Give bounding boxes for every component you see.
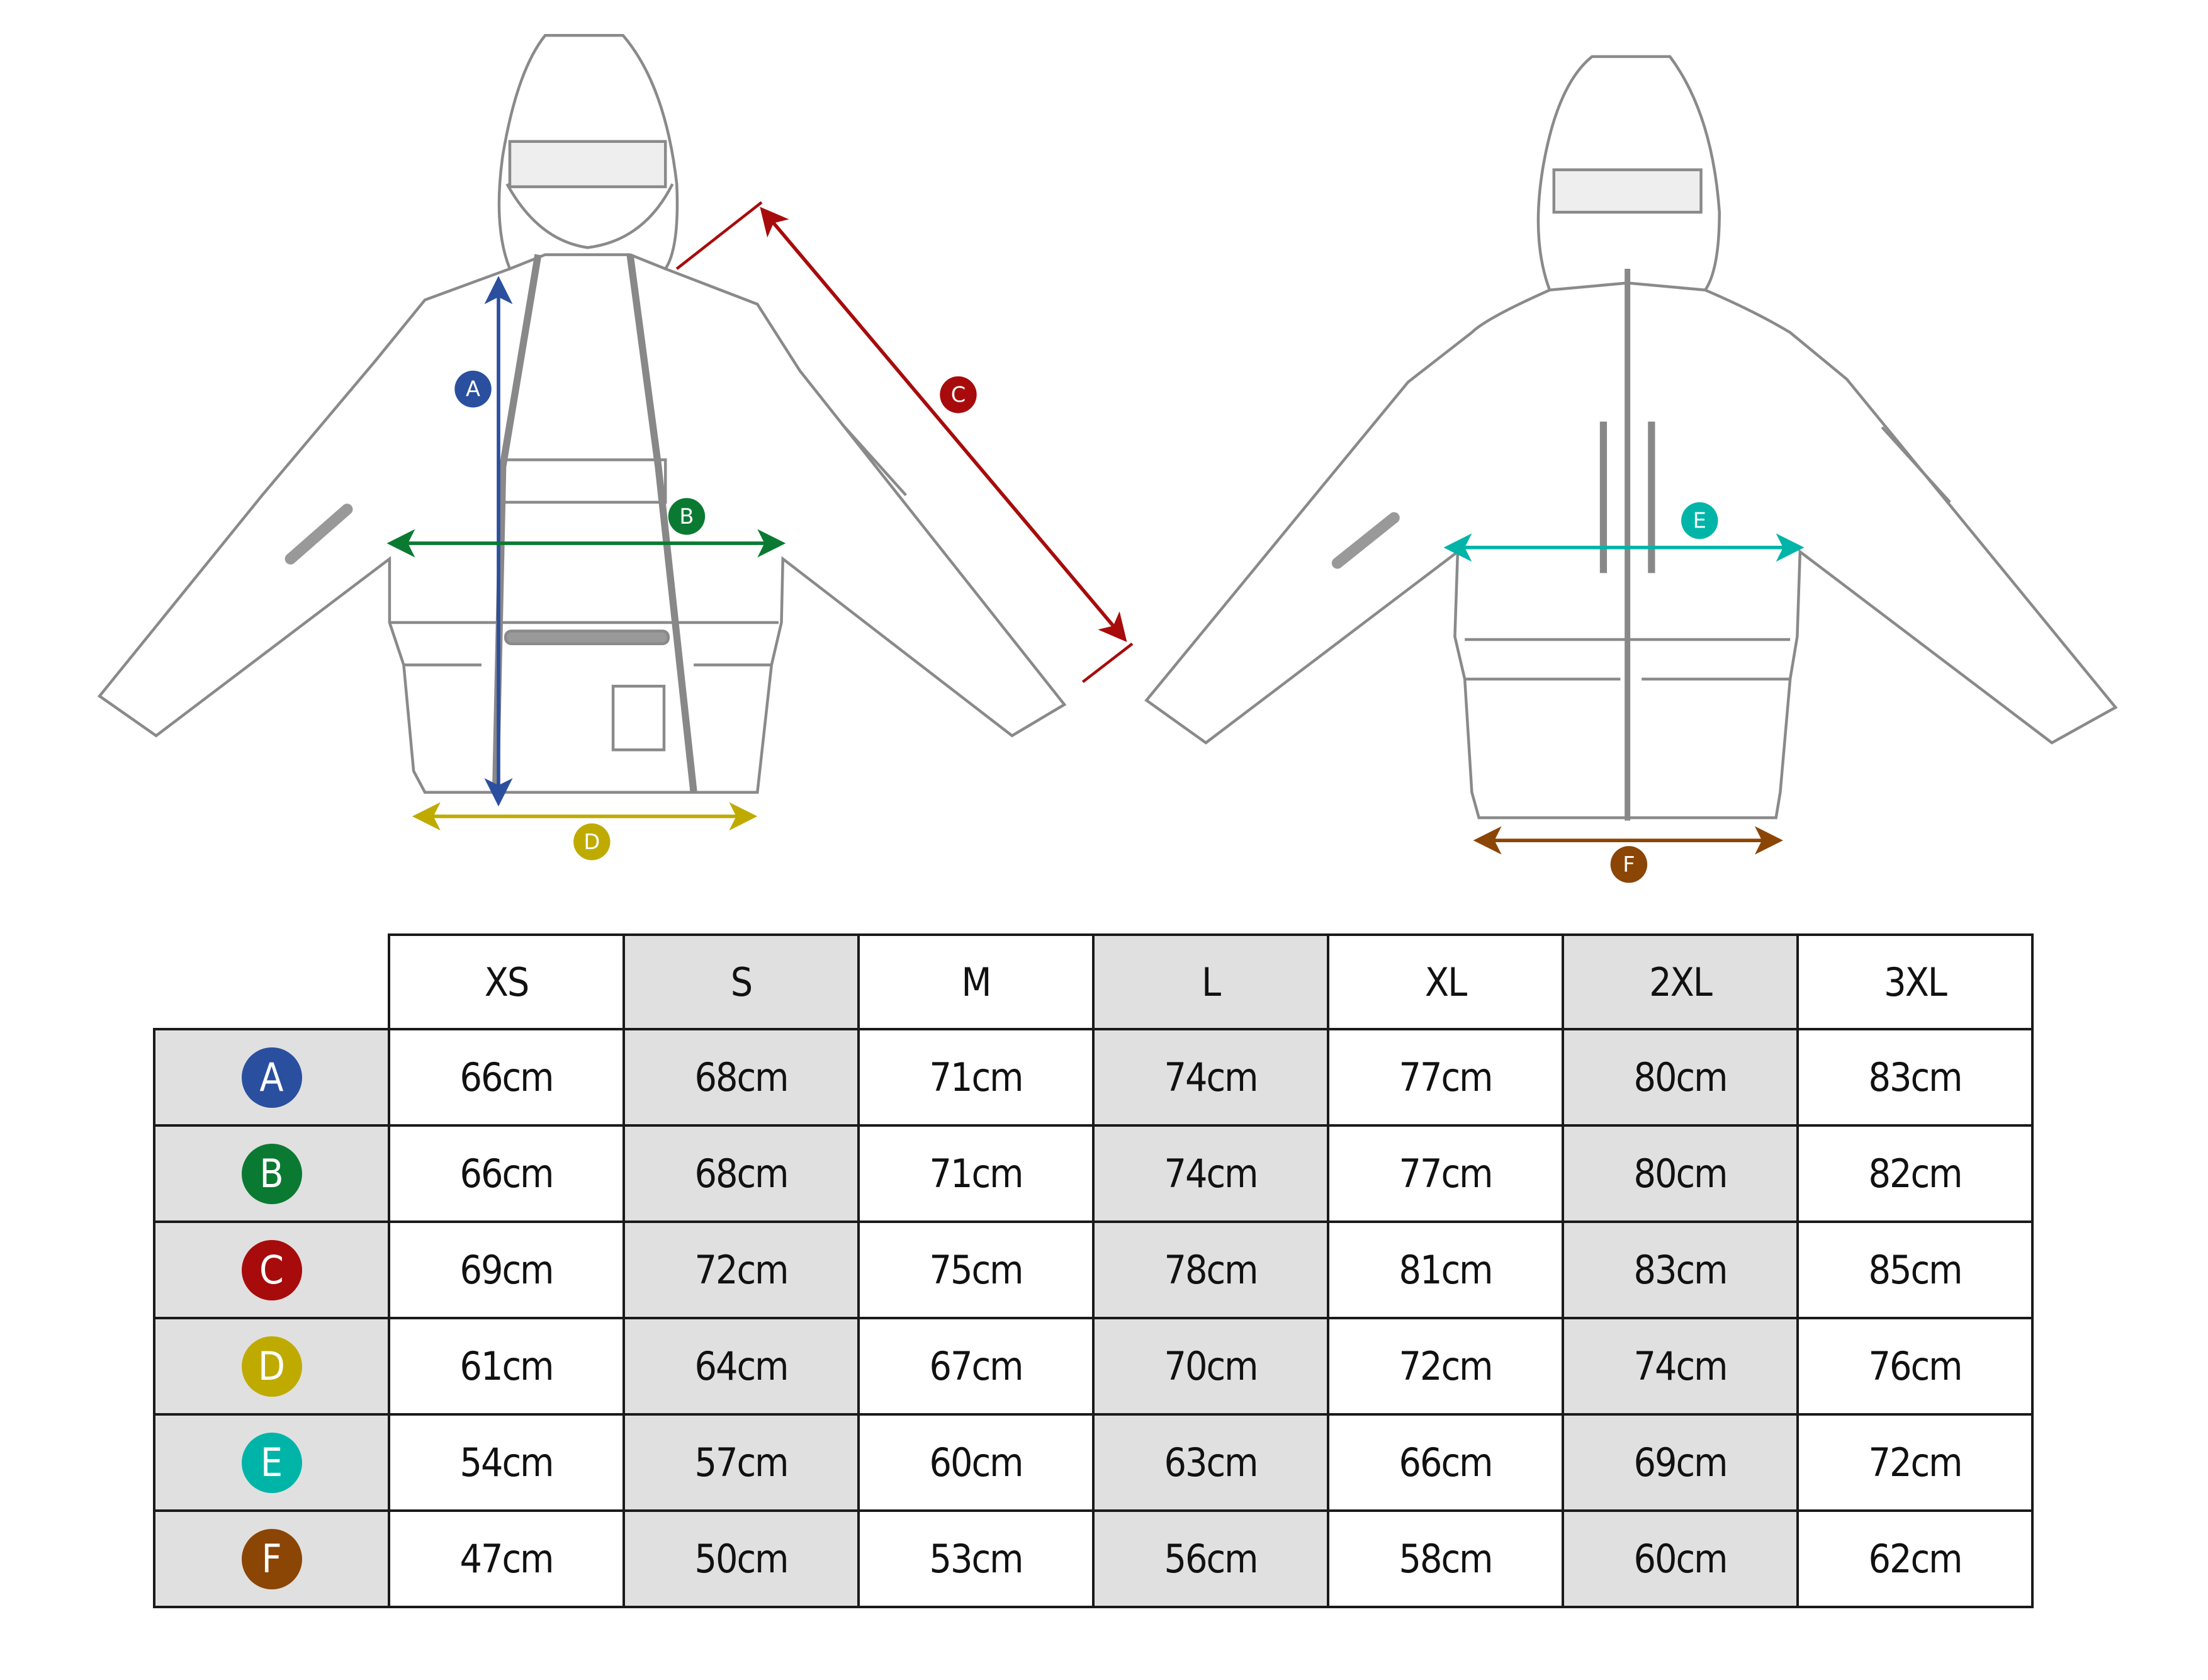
measurement-value-cell: 69cm	[1562, 1413, 1799, 1512]
svg-text:D: D	[583, 830, 600, 854]
jacket-back-drawing	[1144, 55, 2118, 821]
row-label-cell: E	[153, 1413, 390, 1512]
measurement-value-cell: 53cm	[857, 1509, 1095, 1608]
svg-text:C: C	[951, 383, 966, 407]
measurement-badge-a: A	[241, 1047, 302, 1108]
measurement-value-cell: 80cm	[1562, 1124, 1799, 1223]
measurement-value-cell: 64cm	[622, 1317, 860, 1416]
measurement-value-cell: 72cm	[1327, 1317, 1564, 1416]
measurement-value-cell: 68cm	[622, 1124, 860, 1223]
row-label-cell: D	[153, 1317, 390, 1416]
measurement-value-cell: 82cm	[1796, 1124, 2034, 1223]
size-header-2xl: 2XL	[1562, 933, 1799, 1030]
size-header-s: S	[622, 933, 860, 1030]
measurement-arrow-d: D	[412, 802, 758, 860]
jacket-front-drawing	[97, 33, 1067, 794]
measurement-value-cell: 63cm	[1092, 1413, 1329, 1512]
measurement-value-cell: 80cm	[1562, 1028, 1799, 1127]
measurement-value-cell: 71cm	[857, 1124, 1095, 1223]
measurement-value-cell: 78cm	[1092, 1221, 1329, 1319]
measurement-value-cell: 70cm	[1092, 1317, 1329, 1416]
measurement-badge-c: C	[241, 1239, 302, 1300]
measurement-value-cell: 74cm	[1092, 1028, 1329, 1127]
measurement-value-cell: 60cm	[1562, 1509, 1799, 1608]
measurement-value-cell: 72cm	[1796, 1413, 2034, 1512]
measurement-value-cell: 69cm	[388, 1221, 625, 1319]
measurement-value-cell: 83cm	[1562, 1221, 1799, 1319]
measurement-value-cell: 60cm	[857, 1413, 1095, 1512]
measurement-value-cell: 47cm	[388, 1509, 625, 1608]
row-label-cell: B	[153, 1124, 390, 1223]
svg-text:A: A	[466, 377, 480, 402]
measurement-value-cell: 57cm	[622, 1413, 860, 1512]
measurement-value-cell: 56cm	[1092, 1509, 1329, 1608]
measurement-value-cell: 54cm	[388, 1413, 625, 1512]
measurement-value-cell: 67cm	[857, 1317, 1095, 1416]
jacket-measurement-diagram: A B C D E F	[97, 33, 2118, 883]
size-header-xs: XS	[388, 933, 625, 1030]
size-header-m: M	[857, 933, 1095, 1030]
corner-cell	[154, 935, 389, 1029]
measurement-value-cell: 61cm	[388, 1317, 625, 1416]
measurement-value-cell: 85cm	[1796, 1221, 2034, 1319]
measurement-badge-e: E	[241, 1432, 302, 1493]
svg-text:B: B	[679, 504, 694, 529]
measurement-value-cell: 66cm	[388, 1124, 625, 1223]
measurement-value-cell: 75cm	[857, 1221, 1095, 1319]
measurement-arrow-c: C	[675, 201, 1134, 684]
size-header-xl: XL	[1327, 933, 1564, 1030]
measurement-arrow-f: F	[1473, 826, 1783, 883]
measurement-value-cell: 66cm	[388, 1028, 625, 1127]
measurement-value-cell: 58cm	[1327, 1509, 1564, 1608]
row-label-cell: F	[153, 1509, 390, 1608]
measurement-arrow-a: A	[454, 276, 513, 807]
row-label-cell: C	[153, 1221, 390, 1319]
measurement-value-cell: 74cm	[1562, 1317, 1799, 1416]
measurement-arrow-b: B	[386, 498, 786, 558]
measurement-badge-d: D	[241, 1336, 302, 1397]
measurement-arrow-e: E	[1443, 502, 1805, 562]
measurement-value-cell: 50cm	[622, 1509, 860, 1608]
measurement-value-cell: 71cm	[857, 1028, 1095, 1127]
size-header-l: L	[1092, 933, 1329, 1030]
measurement-value-cell: 76cm	[1796, 1317, 2034, 1416]
size-header-3xl: 3XL	[1796, 933, 2034, 1030]
measurement-value-cell: 77cm	[1327, 1124, 1564, 1223]
measurement-value-cell: 81cm	[1327, 1221, 1564, 1319]
row-label-cell: A	[153, 1028, 390, 1127]
measurement-badge-b: B	[241, 1143, 302, 1204]
svg-text:E: E	[1693, 509, 1706, 533]
measurement-badge-f: F	[241, 1528, 302, 1589]
measurement-value-cell: 74cm	[1092, 1124, 1329, 1223]
measurement-value-cell: 66cm	[1327, 1413, 1564, 1512]
measurement-value-cell: 62cm	[1796, 1509, 2034, 1608]
measurement-value-cell: 77cm	[1327, 1028, 1564, 1127]
measurement-value-cell: 83cm	[1796, 1028, 2034, 1127]
measurement-value-cell: 68cm	[622, 1028, 860, 1127]
measurement-value-cell: 72cm	[622, 1221, 860, 1319]
svg-text:F: F	[1623, 852, 1635, 877]
